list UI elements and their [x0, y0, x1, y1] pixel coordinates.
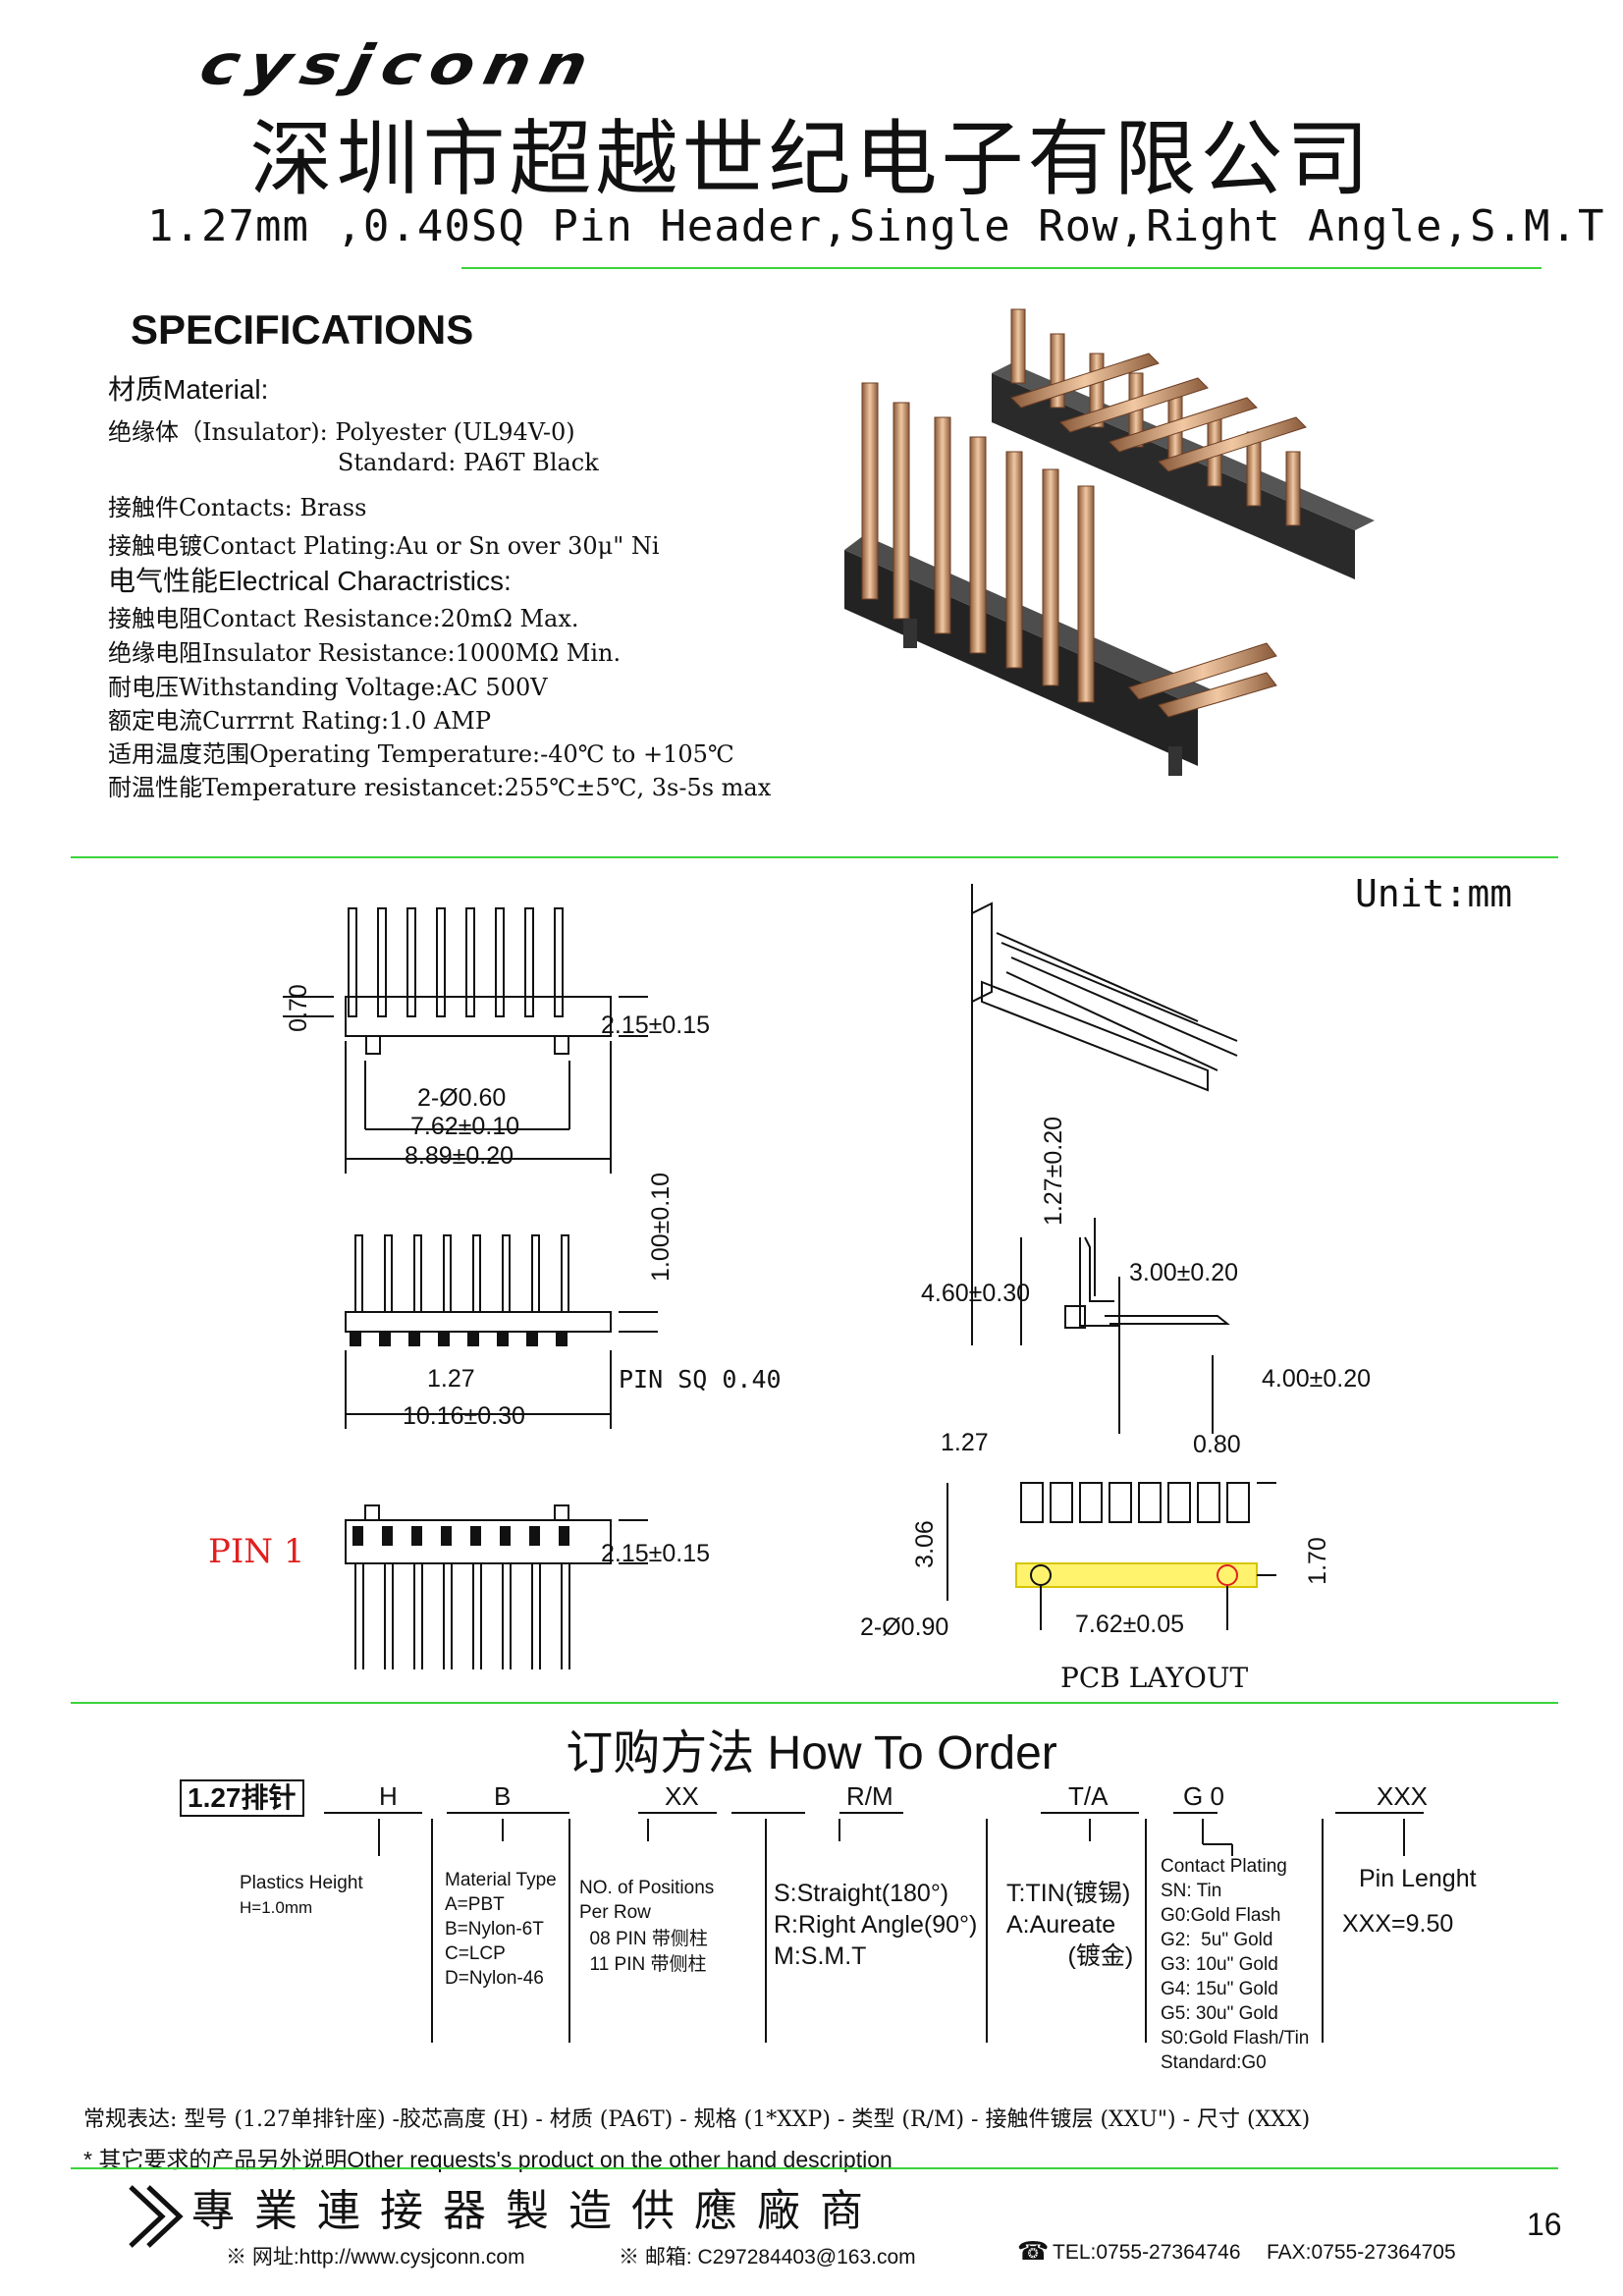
- style-option: S:Straight(180°): [774, 1880, 949, 1907]
- spec-line: 接触件Contacts: Brass: [108, 494, 367, 521]
- spec-line: 电气性能Electrical Charactristics:: [108, 566, 512, 596]
- style-option: M:S.M.T: [774, 1942, 867, 1970]
- dim-label: 10.16±0.30: [403, 1402, 525, 1430]
- finish-option: (镀金): [1006, 1942, 1134, 1970]
- order-code: XX: [665, 1781, 699, 1811]
- plating-option: G2: 5u" Gold: [1161, 1930, 1273, 1950]
- email: ※ 邮箱: C297284403@163.com: [619, 2246, 916, 2269]
- plating-option: G5: 30u" Gold: [1161, 2003, 1278, 2024]
- order-code: H: [379, 1781, 398, 1811]
- style-option: R:Right Angle(90°): [774, 1911, 978, 1939]
- chevron-icon: [129, 2185, 184, 2248]
- height-value: H=1.0mm: [240, 1898, 313, 1917]
- spec-line: 耐温性能Temperature resistancet:255℃±5℃, 3s-…: [108, 774, 772, 801]
- pcb-pads: [1020, 1482, 1250, 1523]
- length-value: XXX=9.50: [1342, 1910, 1454, 1938]
- order-code: XXX: [1377, 1781, 1429, 1811]
- plating-label: Contact Plating: [1161, 1856, 1287, 1877]
- material-option: D=Nylon-46: [445, 1968, 544, 1989]
- order-code: R/M: [846, 1781, 893, 1811]
- material-option: B=Nylon-6T: [445, 1919, 544, 1940]
- dim-label: 1.27: [941, 1429, 989, 1456]
- spec-line: 接触电阻Contact Resistance:20mΩ Max.: [108, 605, 579, 632]
- pins-bottom: [352, 1526, 570, 1669]
- dim-label: 8.89±0.20: [405, 1142, 514, 1170]
- positions-option: 08 PIN 带侧柱: [579, 1929, 708, 1949]
- part-prefix: 1.27排针: [180, 1779, 304, 1817]
- spec-line: 接触电镀Contact Plating:Au or Sn over 30μ" N…: [108, 532, 660, 560]
- length-label: Pin Lenght: [1359, 1865, 1477, 1892]
- website: ※ 网址:http://www.cysjconn.com: [226, 2246, 525, 2269]
- top-view-drawing: [283, 907, 658, 1669]
- finish-option: T:TIN(镀锡): [1006, 1880, 1131, 1907]
- positions-label: Per Row: [579, 1902, 651, 1923]
- material-option: A=PBT: [445, 1894, 505, 1915]
- pcb-layout-label: PCB LAYOUT: [1060, 1662, 1249, 1694]
- title-underline: [461, 267, 1542, 269]
- plating-option: G0:Gold Flash: [1161, 1905, 1281, 1926]
- dim-label: 3.00±0.20: [1129, 1259, 1239, 1286]
- dim-label: 4.00±0.20: [1262, 1365, 1372, 1393]
- footer-divider: [71, 2167, 1558, 2169]
- phone-icon: ☎: [1017, 2237, 1050, 2267]
- dim-label: 0.80: [1193, 1431, 1241, 1458]
- fax: FAX:0755-27364705: [1267, 2241, 1456, 2264]
- plating-option: G3: 10u" Gold: [1161, 1954, 1278, 1975]
- pins-top: [348, 907, 564, 1017]
- spec-line: 绝缘体（Insulator): Polyester (UL94V-0): [108, 418, 575, 446]
- dim-label: 7.62±0.05: [1075, 1611, 1185, 1638]
- side-view-drawing: [947, 884, 1276, 1630]
- order-heading: 订购方法 How To Order: [566, 1727, 1057, 1779]
- order-code: G 0: [1183, 1781, 1224, 1811]
- plating-option: Standard:G0: [1161, 2052, 1267, 2073]
- unit-label: Unit:mm: [1355, 872, 1513, 915]
- product-render: [844, 308, 1375, 776]
- page-number: 16: [1527, 2207, 1562, 2242]
- section-divider: [71, 1702, 1558, 1704]
- order-code: B: [494, 1781, 512, 1811]
- dim-label: 7.62±0.10: [410, 1113, 520, 1140]
- pin1-label: PIN 1: [208, 1532, 305, 1571]
- specs-heading: SPECIFICATIONS: [131, 306, 474, 353]
- telephone: TEL:0755-27364746: [1053, 2241, 1241, 2264]
- positions-label: NO. of Positions: [579, 1878, 715, 1898]
- finish-option: A:Aureate: [1006, 1911, 1116, 1939]
- order-code: T/A: [1068, 1781, 1109, 1811]
- dim-label: 2-Ø0.90: [860, 1613, 949, 1641]
- spec-line: 额定电流Currrnt Rating:1.0 AMP: [108, 707, 491, 735]
- company-name: 深圳市超越世纪电子有限公司: [249, 111, 1374, 207]
- spec-line: 适用温度范围Operating Temperature:-40℃ to +105…: [108, 740, 734, 768]
- section-divider: [71, 856, 1558, 858]
- dim-label: 4.60±0.30: [921, 1280, 1031, 1307]
- slogan: 專業連接器製造供應廠商: [191, 2186, 883, 2236]
- spec-line: Standard: PA6T Black: [255, 449, 599, 476]
- dim-label: 1.27: [427, 1365, 475, 1393]
- spec-line: 绝缘电阻Insulator Resistance:1000MΩ Min.: [108, 639, 622, 667]
- spec-line: 材质Material:: [108, 374, 269, 405]
- spec-line: 耐电压Withstanding Voltage:AC 500V: [108, 674, 548, 701]
- dim-label: PIN SQ 0.40: [619, 1365, 782, 1394]
- material-option: C=LCP: [445, 1943, 506, 1964]
- plating-option: G4: 15u" Gold: [1161, 1979, 1278, 1999]
- material-label: Material Type: [445, 1870, 557, 1890]
- dim-label: 2.15±0.15: [601, 1540, 711, 1567]
- isometric-sketch: [971, 902, 1238, 1092]
- plating-option: S0:Gold Flash/Tin: [1161, 2028, 1310, 2049]
- height-label: Plastics Height: [240, 1873, 363, 1893]
- positions-option: 11 PIN 带侧柱: [579, 1954, 707, 1975]
- dim-label: 2-Ø0.60: [417, 1084, 507, 1112]
- plating-option: SN: Tin: [1161, 1881, 1222, 1901]
- dim-label: 2.15±0.15: [601, 1011, 711, 1039]
- product-title: 1.27mm ,0.40SQ Pin Header,Single Row,Rig…: [147, 201, 1605, 251]
- standard-expression-note: 常规表达: 型号 (1.27单排针座) -胶芯高度 (H) - 材质 (PA6T…: [83, 2107, 1311, 2132]
